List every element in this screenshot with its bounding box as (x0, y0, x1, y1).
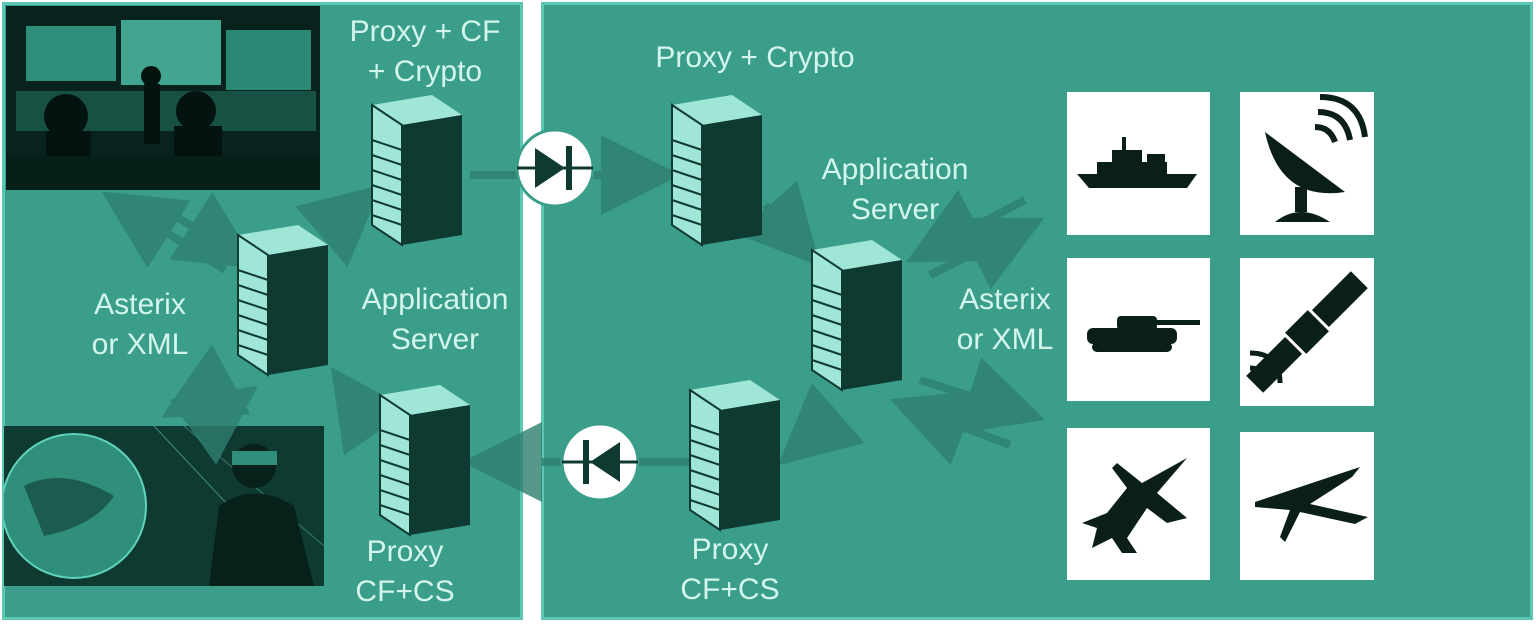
control-room-photo (6, 6, 320, 190)
right-proxy-bottom-label: Proxy CF+CS (680, 533, 780, 606)
right-proxy-top-server-icon (671, 94, 763, 246)
left-proxy-top-server-icon (371, 94, 463, 246)
data-diode-icon-top (515, 128, 595, 208)
fighter-jet-tile (1067, 428, 1210, 580)
left-asterix-label: Asterix or XML (91, 288, 189, 361)
data-diode-icon-bottom (560, 422, 640, 502)
drone-icon (1255, 467, 1368, 542)
drone-tile (1240, 432, 1374, 580)
left-proxy-bottom-label: Proxy CF+CS (355, 535, 455, 608)
warship-tile (1067, 92, 1210, 235)
left-proxy-bottom-server-icon (379, 384, 471, 536)
fighter-jet-icon (1082, 458, 1187, 553)
left-proxy-top-label: Proxy + CF + Crypto (349, 15, 501, 88)
satellite-dish-icon (1265, 94, 1368, 222)
tank-icon (1087, 316, 1200, 352)
soldier-globe-photo (4, 426, 324, 586)
satellite-dish-tile (1240, 92, 1374, 235)
right-proxy-top-label: Proxy + Crypto (655, 41, 855, 74)
tank-tile (1067, 258, 1210, 401)
satellite-tile (1240, 258, 1374, 406)
left-application-server-icon (237, 224, 329, 376)
left-app-server-label: Application Server (361, 283, 509, 356)
satellite-icon (1246, 271, 1368, 393)
right-app-server-label: Application Server (821, 153, 969, 226)
warship-icon (1077, 137, 1197, 188)
right-application-server-icon (811, 239, 903, 391)
right-asterix-label: Asterix or XML (956, 283, 1054, 356)
right-proxy-bottom-server-icon (689, 379, 781, 531)
